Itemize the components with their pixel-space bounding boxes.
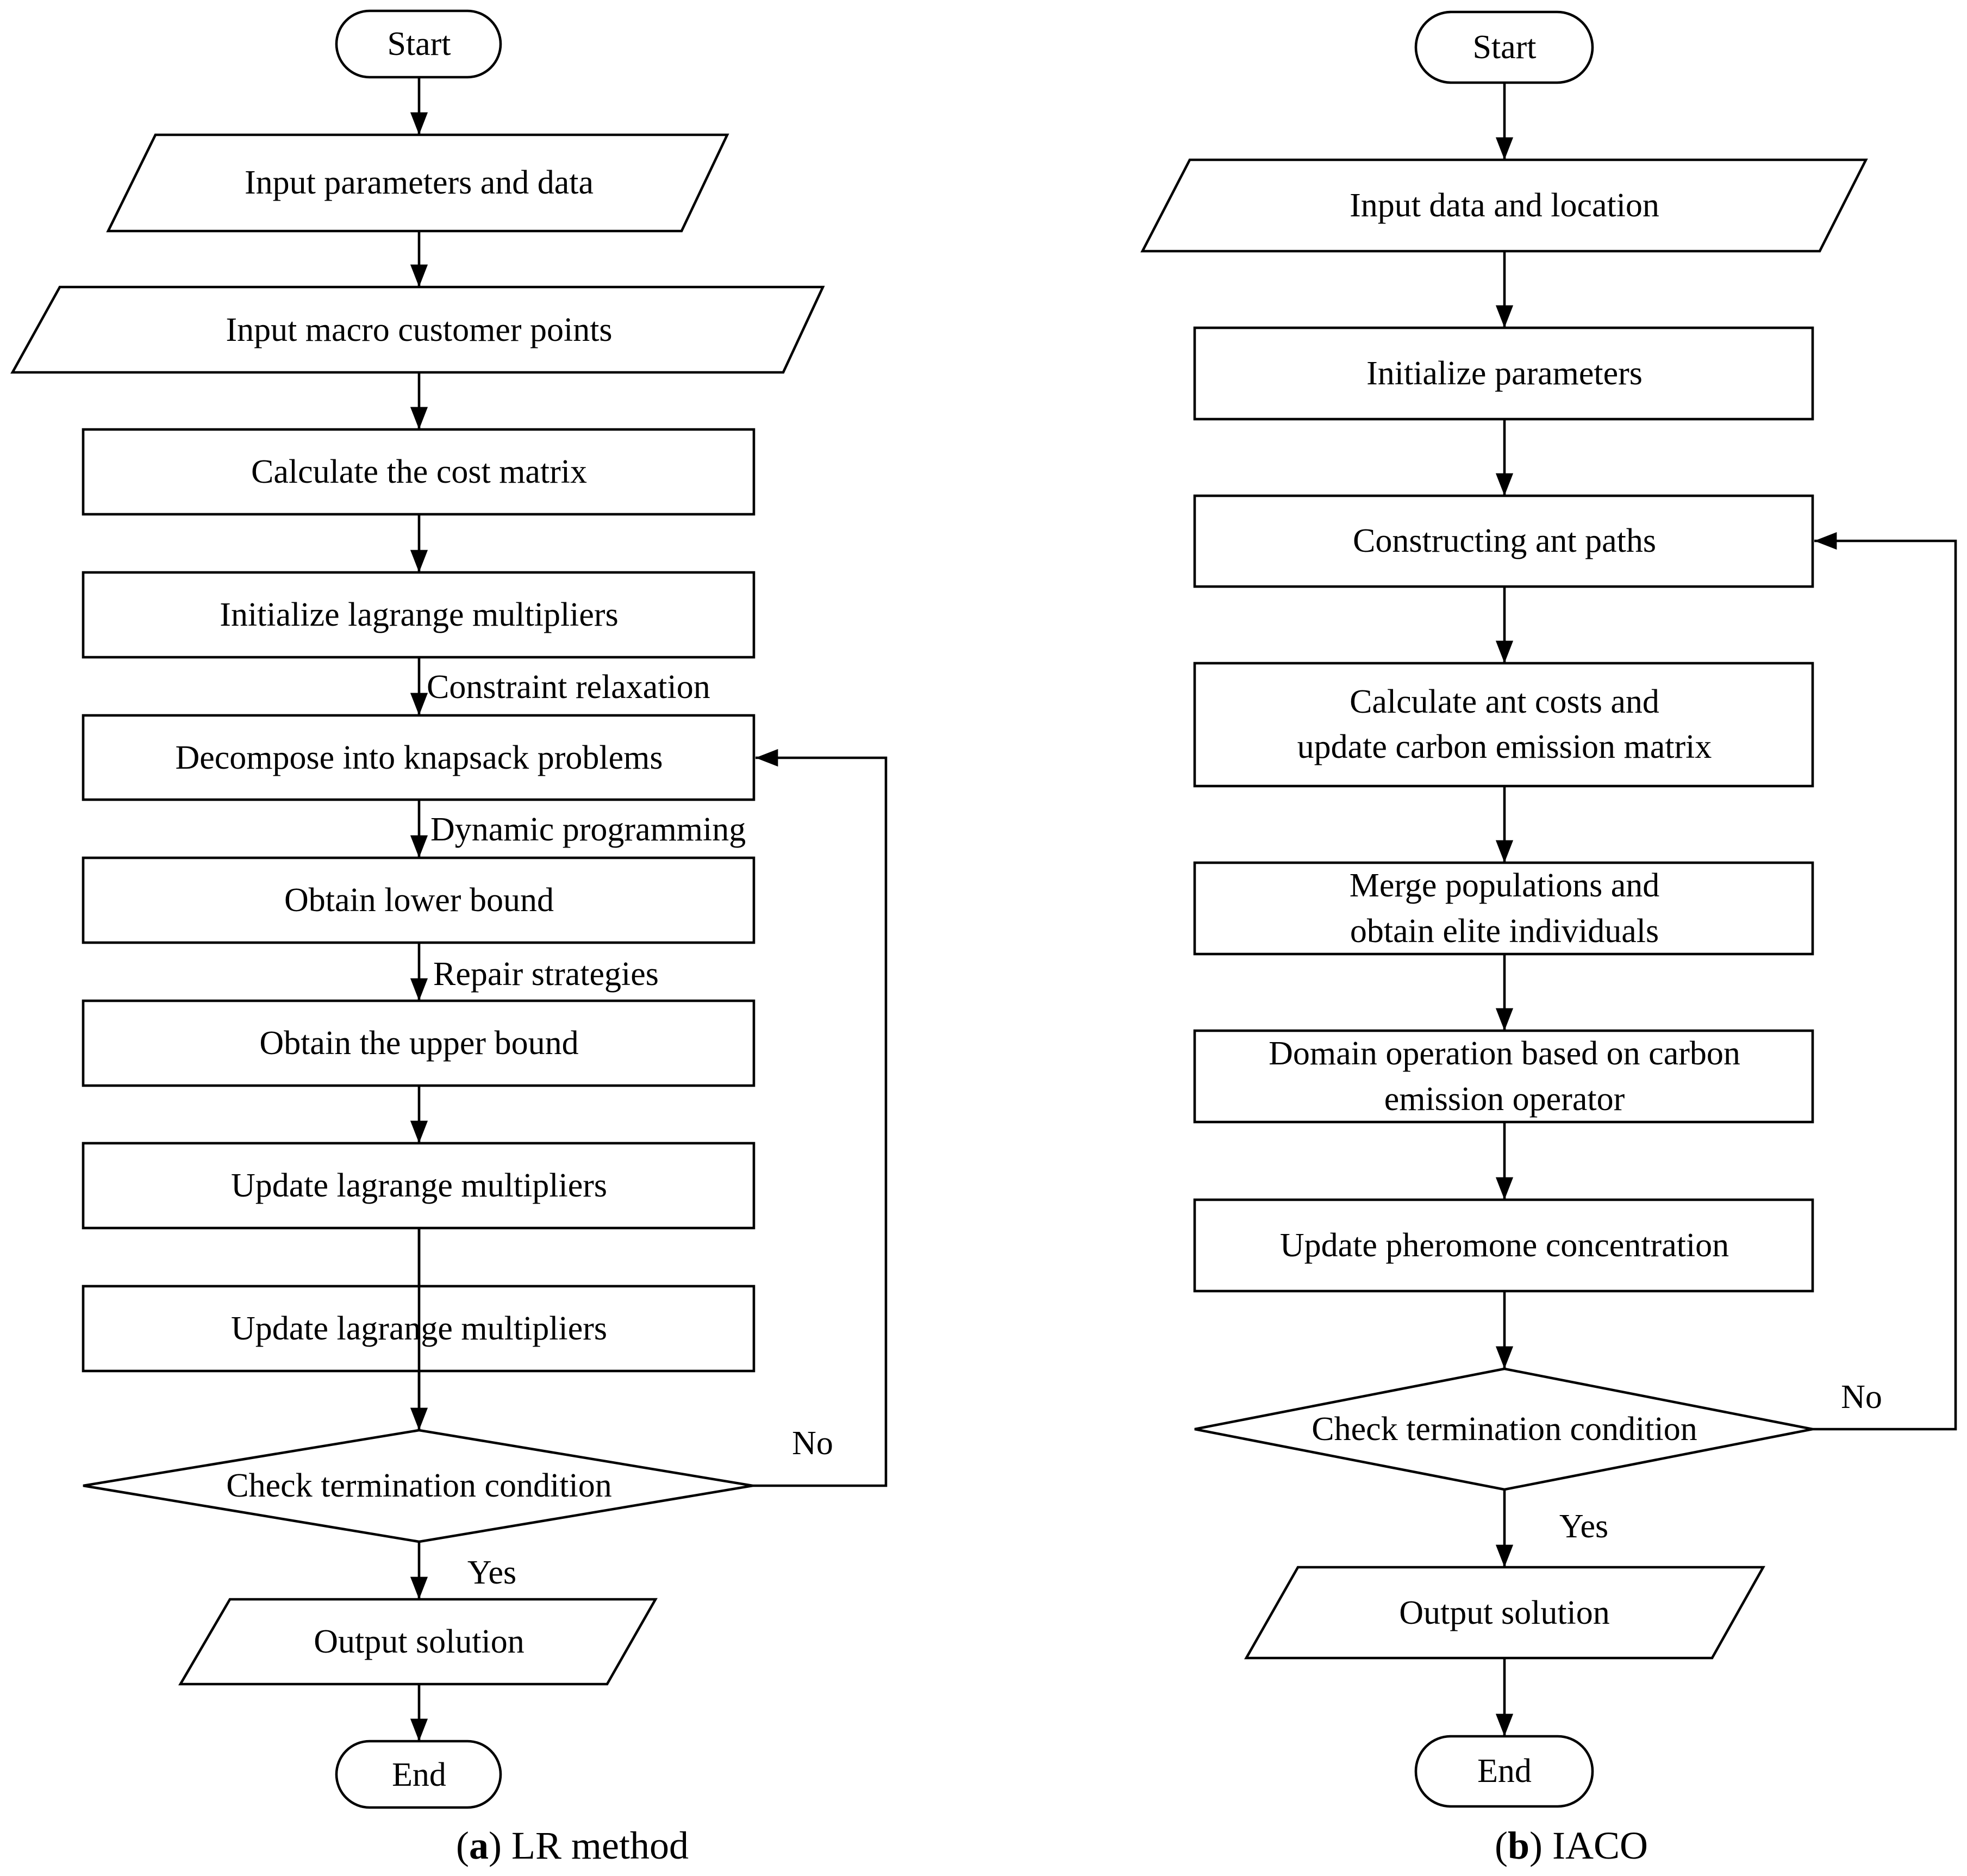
flowchart-b: Start Input data and location Initialize… [1140, 10, 1957, 1867]
edge-label-repair-strategies: Repair strategies [433, 956, 659, 993]
label-update-lagrange-1: Update lagrange multipliers [231, 1167, 607, 1204]
io-input-parameters [106, 133, 729, 233]
process-upper-bound [82, 999, 755, 1087]
label-end-a: End [392, 1756, 446, 1793]
caption-b: (b) IACO [1495, 1824, 1648, 1867]
label-calc-cost: Calculate the cost matrix [251, 453, 587, 490]
label-input-parameters: Input parameters and data [245, 164, 594, 201]
edge-label-constraint-relaxation: Constraint relaxation [427, 669, 710, 706]
label-merge-line1: Merge populations and [1350, 867, 1660, 904]
process-calc-costs [1193, 662, 1814, 788]
terminal-end-a [335, 1740, 502, 1809]
terminal-end-b [1414, 1735, 1594, 1808]
terminal-start-b [1414, 10, 1594, 84]
label-end-b: End [1477, 1753, 1532, 1790]
process-lower-bound [82, 856, 755, 944]
process-merge-populations [1193, 861, 1814, 956]
label-domain-line2: emission operator [1384, 1081, 1625, 1118]
label-input-macro: Input macro customer points [226, 311, 612, 348]
flowchart-b-edges [1495, 83, 1957, 1736]
label-lower-bound: Obtain lower bound [284, 882, 554, 919]
edge-label-no-a: No [792, 1425, 833, 1462]
edge-label-yes-b: Yes [1559, 1508, 1608, 1545]
label-calc-costs-line2: update carbon emission matrix [1297, 728, 1712, 765]
label-domain-line1: Domain operation based on carbon [1269, 1035, 1740, 1072]
caption-a-letter: a [469, 1824, 489, 1867]
caption-b-letter: b [1508, 1824, 1529, 1867]
decision-check-termination-a [83, 1429, 753, 1543]
process-construct-paths [1193, 494, 1814, 588]
edge-a-no-loop [753, 749, 888, 1487]
label-output-solution-a: Output solution [314, 1623, 524, 1660]
process-calc-cost [82, 428, 755, 516]
label-update-pheromone: Update pheromone concentration [1280, 1227, 1729, 1264]
flowchart-b-edge-labels: No Yes [1559, 1379, 1882, 1545]
label-update-lagrange-2: Update lagrange multipliers [231, 1310, 607, 1347]
process-domain-operation [1193, 1029, 1814, 1124]
label-input-data-location: Input data and location [1350, 187, 1659, 224]
flowchart-a: Start Input parameters and data Input ma… [10, 9, 888, 1867]
process-init-params [1193, 326, 1814, 421]
edge-b-no-loop [1813, 532, 1957, 1431]
edge-label-no-b: No [1841, 1379, 1882, 1416]
edge-label-dynamic-programming: Dynamic programming [430, 811, 746, 848]
label-calc-costs-line1: Calculate ant costs and [1350, 683, 1659, 720]
caption-a: (a) LR method [456, 1824, 689, 1867]
label-construct-paths: Constructing ant paths [1353, 522, 1656, 559]
label-output-solution-b: Output solution [1399, 1594, 1610, 1631]
label-init-lagrange: Initialize lagrange multipliers [220, 596, 618, 633]
label-upper-bound: Obtain the upper bound [259, 1025, 578, 1062]
io-output-solution-a [178, 1598, 658, 1686]
label-merge-line2: obtain elite individuals [1350, 913, 1659, 950]
label-decompose: Decompose into knapsack problems [175, 739, 663, 776]
flowchart-a-edge-labels: Constraint relaxation Dynamic programmin… [427, 669, 833, 1591]
process-update-lagrange-1 [82, 1142, 755, 1230]
io-input-macro-points [10, 285, 825, 374]
process-update-pheromone [1193, 1198, 1814, 1293]
process-decompose [82, 714, 755, 801]
decision-check-termination-b [1194, 1367, 1813, 1491]
flowchart-a-nodes [10, 9, 825, 1809]
label-start-b: Start [1472, 29, 1536, 66]
io-output-solution-b [1244, 1566, 1765, 1660]
flowchart-b-nodes [1140, 10, 1868, 1808]
process-init-lagrange [82, 571, 755, 659]
io-input-data-location [1140, 158, 1868, 253]
flowchart-b-labels: Start Input data and location Initialize… [1269, 29, 1740, 1790]
caption-a-text: LR method [511, 1824, 689, 1867]
edge-label-yes-a: Yes [467, 1554, 516, 1591]
label-start-a: Start [387, 26, 451, 63]
label-check-termination-a: Check termination condition [226, 1467, 611, 1504]
caption-b-text: IACO [1552, 1824, 1648, 1867]
terminal-start-a [335, 9, 502, 79]
flowchart-a-labels: Start Input parameters and data Input ma… [175, 26, 663, 1793]
label-check-termination-b: Check termination condition [1312, 1411, 1697, 1448]
label-init-params: Initialize parameters [1366, 355, 1643, 392]
